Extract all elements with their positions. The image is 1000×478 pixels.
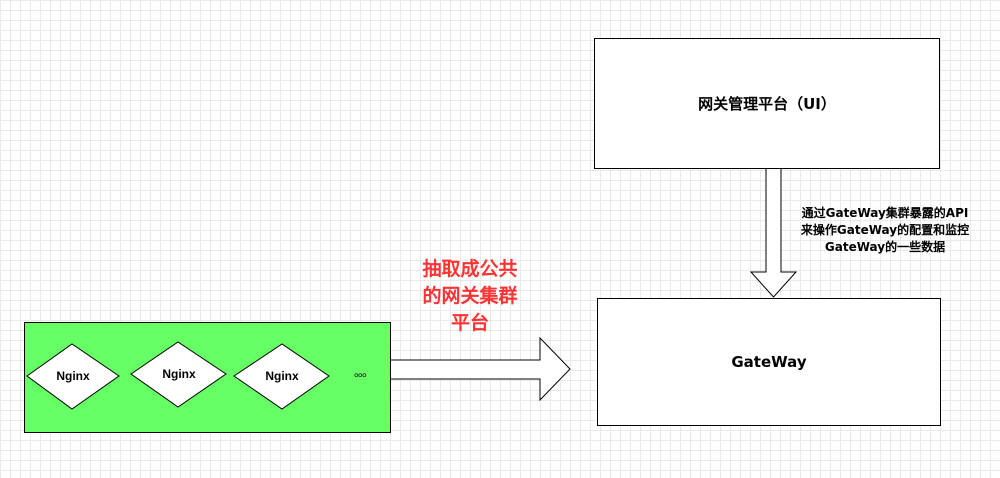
right-arrow [389, 336, 571, 402]
nginx-node-label: Nginx [162, 367, 196, 381]
nginx-node-shape [233, 343, 330, 410]
api-note: 通过GateWay集群暴露的API 来操作GateWay的配置和监控 GateW… [785, 205, 985, 256]
extract-note-line: 的网关集群 [422, 285, 518, 307]
nginx-node-label: Nginx [265, 369, 299, 383]
gateway-box: GateWay [597, 298, 941, 426]
nginx-cluster-box: Nginx Nginx Nginx 。。。 [24, 322, 391, 433]
nginx-node-shape [130, 341, 227, 408]
nginx-nodes-layer [26, 341, 330, 410]
api-note-line: 通过GateWay集群暴露的API [801, 206, 969, 220]
extract-note: 抽取成公共 的网关集群 平台 [410, 256, 530, 337]
nginx-node-label: Nginx [56, 369, 90, 383]
nginx-node-shape [26, 343, 120, 410]
gateway-label: GateWay [731, 353, 807, 371]
more-nodes-ellipsis: 。。。 [353, 365, 374, 379]
extract-note-line: 抽取成公共 [422, 258, 518, 280]
ui-platform-box: 网关管理平台（UI） [594, 38, 940, 169]
api-note-line: 来操作GateWay的配置和监控 [800, 223, 970, 237]
down-arrow [749, 167, 798, 298]
extract-note-line: 平台 [450, 312, 489, 334]
api-note-line: GateWay的一些数据 [824, 240, 946, 254]
ui-platform-label: 网关管理平台（UI） [698, 95, 836, 113]
